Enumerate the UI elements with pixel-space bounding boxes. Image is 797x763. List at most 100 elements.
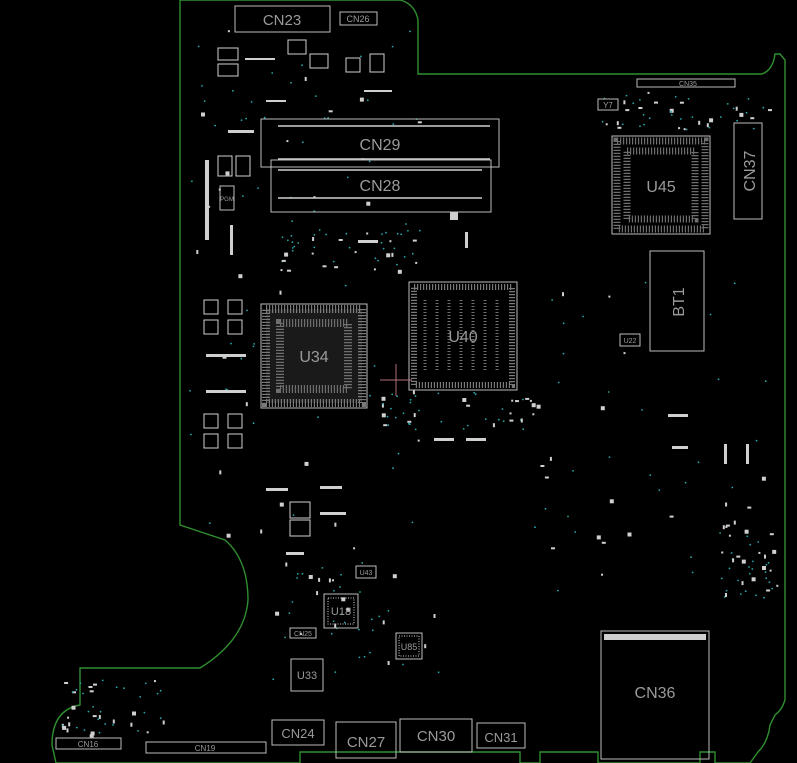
via bbox=[557, 381, 560, 384]
via bbox=[728, 567, 731, 570]
via bbox=[409, 30, 411, 33]
pgm-label: PGM bbox=[220, 197, 234, 203]
smd-pad bbox=[286, 140, 289, 143]
u40-outline bbox=[408, 281, 518, 391]
smd-pad bbox=[316, 591, 319, 596]
via bbox=[551, 299, 553, 301]
u43-outline bbox=[355, 565, 377, 579]
via bbox=[414, 428, 417, 431]
via bbox=[115, 686, 118, 689]
smd-pad bbox=[312, 237, 315, 241]
smd-pad bbox=[386, 253, 391, 258]
via bbox=[156, 692, 159, 695]
u34-outline bbox=[260, 303, 368, 409]
smd-pad bbox=[509, 412, 512, 415]
via bbox=[291, 601, 294, 603]
smd-pad bbox=[768, 109, 772, 112]
via bbox=[680, 118, 682, 120]
via bbox=[717, 378, 720, 381]
via bbox=[625, 94, 628, 97]
via bbox=[332, 620, 335, 623]
small-components-field bbox=[61, 30, 779, 739]
via bbox=[340, 613, 343, 615]
smd-pad bbox=[492, 423, 495, 428]
smd-pad bbox=[433, 614, 436, 618]
smd-pad bbox=[741, 559, 746, 564]
bt1-label: BT1 bbox=[671, 287, 688, 316]
smd-pad bbox=[89, 690, 94, 693]
via bbox=[79, 682, 82, 685]
via bbox=[92, 706, 94, 708]
via bbox=[287, 239, 289, 242]
via bbox=[737, 579, 739, 582]
smd-pad bbox=[605, 123, 608, 126]
cn37-outline bbox=[733, 122, 763, 220]
via bbox=[385, 231, 387, 234]
cn24-outline bbox=[271, 719, 325, 746]
via bbox=[691, 116, 694, 118]
via bbox=[745, 111, 748, 114]
smd-pad bbox=[623, 352, 626, 355]
u45-label: U45 bbox=[646, 179, 675, 196]
cn26-label: CN26 bbox=[346, 14, 369, 24]
cn31-label: CN31 bbox=[484, 730, 517, 745]
via bbox=[644, 281, 647, 284]
smd-pad bbox=[334, 623, 337, 628]
via bbox=[297, 242, 300, 244]
via bbox=[252, 345, 255, 348]
smd-pad bbox=[67, 716, 70, 719]
u85-label: U85 bbox=[401, 642, 418, 652]
via bbox=[407, 229, 409, 232]
via bbox=[685, 128, 688, 131]
smd-pad bbox=[551, 547, 555, 550]
via bbox=[301, 572, 304, 575]
via bbox=[731, 486, 734, 489]
smd-pad bbox=[625, 109, 630, 112]
via bbox=[288, 612, 291, 614]
pgm-outline bbox=[219, 185, 235, 211]
u33-outline bbox=[290, 658, 324, 692]
smd-pad bbox=[280, 269, 283, 272]
via bbox=[501, 408, 504, 410]
via bbox=[709, 313, 712, 316]
via bbox=[768, 581, 771, 584]
via bbox=[466, 424, 469, 427]
smd-pad bbox=[462, 398, 467, 402]
via bbox=[382, 402, 384, 405]
smd-pad bbox=[66, 728, 69, 733]
cn36-label: CN36 bbox=[635, 685, 676, 702]
via bbox=[246, 309, 248, 312]
smd-pad bbox=[764, 554, 766, 559]
smd-pad bbox=[525, 397, 530, 400]
via bbox=[101, 679, 104, 682]
via bbox=[762, 106, 765, 109]
cn27-outline bbox=[335, 721, 397, 759]
via bbox=[687, 98, 690, 100]
via bbox=[250, 101, 253, 103]
smd-pad bbox=[601, 573, 603, 576]
smd-pad bbox=[424, 644, 427, 649]
via bbox=[767, 561, 770, 564]
via bbox=[572, 470, 574, 472]
smd-pad bbox=[608, 295, 611, 298]
via bbox=[765, 563, 768, 566]
smd-pad bbox=[381, 403, 384, 408]
smd-pad bbox=[311, 252, 314, 255]
via bbox=[321, 567, 324, 569]
via bbox=[189, 389, 191, 392]
smd-pad bbox=[162, 720, 165, 725]
via bbox=[327, 117, 329, 119]
via bbox=[345, 232, 348, 235]
via bbox=[418, 409, 420, 412]
smd-pad bbox=[627, 532, 632, 537]
smd-pad bbox=[736, 555, 741, 558]
via bbox=[366, 99, 369, 102]
via bbox=[402, 663, 404, 666]
via bbox=[87, 710, 90, 713]
smd-pad bbox=[245, 402, 248, 407]
smd-pad bbox=[71, 705, 76, 710]
via bbox=[658, 489, 661, 491]
via bbox=[562, 352, 565, 355]
smd-pad bbox=[354, 251, 357, 254]
via bbox=[733, 282, 736, 285]
